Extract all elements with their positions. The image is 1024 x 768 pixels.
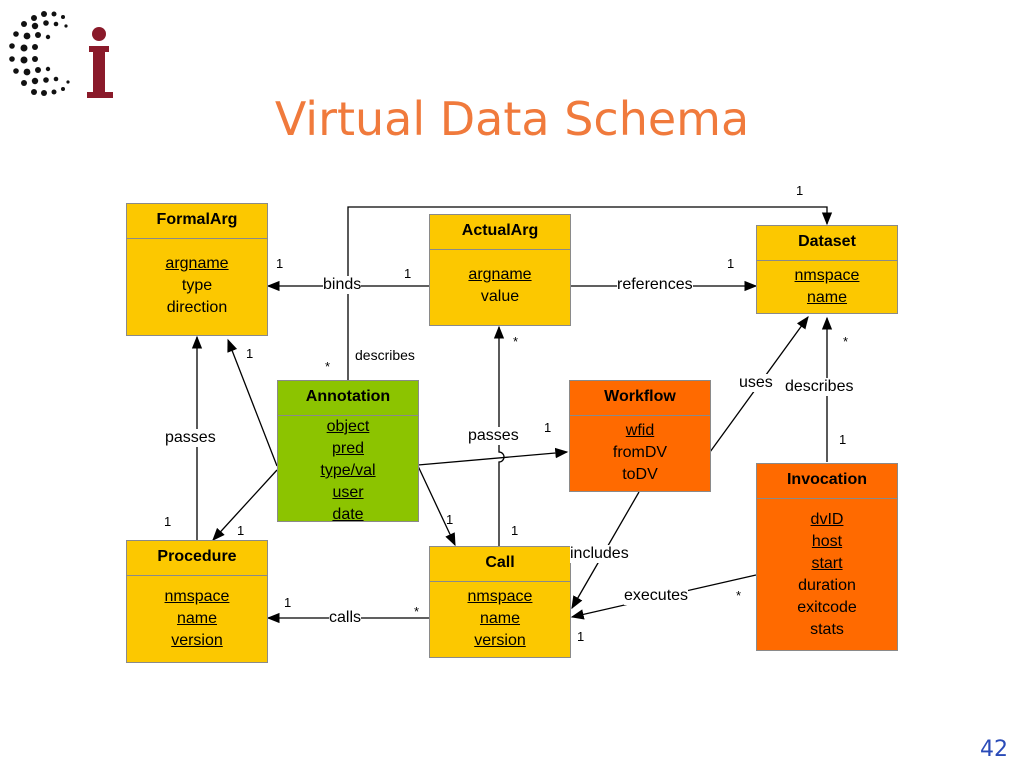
attribute: dvID	[810, 511, 844, 528]
attribute: type	[181, 277, 213, 294]
multiplicity: 1	[284, 595, 292, 610]
attribute: pred	[331, 440, 365, 457]
relation-calls: calls	[329, 609, 362, 627]
page-title: Virtual Data Schema	[274, 92, 750, 146]
attribute: wfid	[625, 422, 655, 439]
class-call: Call nmspace name version	[429, 546, 571, 658]
multiplicity: *	[843, 334, 849, 349]
multiplicity: 1	[246, 346, 254, 361]
relation-executes: executes	[624, 587, 689, 605]
class-name: Invocation	[757, 464, 897, 499]
multiplicity: *	[513, 334, 519, 349]
relation-references: references	[617, 276, 693, 294]
attribute: name	[479, 610, 521, 627]
attribute: exitcode	[797, 599, 857, 616]
annotation-procedure-line	[212, 469, 278, 541]
relation-passes-left: passes	[165, 429, 216, 447]
attribute: direction	[166, 299, 228, 316]
annotation-formalarg-line	[227, 338, 278, 467]
multiplicity: 1	[577, 629, 585, 644]
class-name: Workflow	[570, 381, 710, 416]
attribute: value	[480, 288, 520, 305]
attribute: nmspace	[164, 588, 230, 605]
class-workflow: Workflow wfid fromDV toDV	[569, 380, 711, 492]
class-name: Annotation	[278, 381, 418, 416]
attribute: nmspace	[467, 588, 533, 605]
attribute: duration	[798, 577, 856, 594]
class-name: Procedure	[127, 541, 267, 576]
multiplicity: *	[414, 604, 420, 619]
relation-uses: uses	[739, 374, 773, 392]
multiplicity: 1	[237, 523, 245, 538]
multiplicity: 1	[164, 514, 172, 529]
relation-includes: includes	[570, 545, 629, 563]
class-annotation: Annotation object pred type/val user dat…	[277, 380, 419, 523]
class-procedure: Procedure nmspace name version	[126, 540, 268, 663]
multiplicity: 1	[511, 523, 519, 538]
attribute: host	[811, 533, 843, 550]
attribute: user	[332, 484, 364, 501]
multiplicity: 1	[839, 432, 847, 447]
page-number: 42	[980, 737, 1008, 762]
multiplicity: 1	[727, 256, 735, 271]
attribute: version	[474, 632, 526, 649]
attribute: stats	[810, 621, 844, 638]
multiplicity: 1	[276, 256, 284, 271]
attribute: fromDV	[612, 444, 668, 461]
attribute: start	[811, 555, 843, 572]
multiplicity: 1	[796, 183, 804, 198]
annotation-workflow-line	[417, 447, 569, 466]
annotation-call-line	[417, 465, 456, 547]
attribute: argname	[468, 266, 532, 283]
attribute: argname	[165, 255, 229, 272]
attribute: version	[171, 632, 223, 649]
relation-passes-mid: passes	[468, 427, 519, 445]
class-name: Call	[430, 547, 570, 582]
attribute: name	[806, 289, 848, 306]
passes-mid-line	[493, 325, 505, 546]
attribute: name	[176, 610, 218, 627]
relation-describes-right: describes	[785, 378, 854, 396]
class-name: Dataset	[757, 226, 897, 261]
logo	[9, 11, 113, 98]
relation-binds: binds	[323, 276, 362, 294]
class-actualarg: ActualArg argname value	[429, 214, 571, 326]
class-formalarg: FormalArg argname type direction	[126, 203, 268, 336]
multiplicity: 1	[404, 266, 412, 281]
class-dataset: Dataset nmspace name	[756, 225, 898, 314]
attribute: type/val	[320, 462, 376, 479]
attribute: toDV	[622, 466, 658, 483]
multiplicity: *	[736, 588, 742, 603]
multiplicity: 1	[446, 512, 454, 527]
multiplicity: *	[325, 359, 331, 374]
class-name: ActualArg	[430, 215, 570, 250]
class-invocation: Invocation dvID host start duration exit…	[756, 463, 898, 651]
class-name: FormalArg	[127, 204, 267, 239]
attribute: date	[332, 506, 364, 523]
multiplicity: 1	[544, 420, 552, 435]
attribute: nmspace	[794, 267, 860, 284]
attribute: object	[326, 418, 370, 435]
relation-describes-top: describes	[355, 347, 415, 363]
